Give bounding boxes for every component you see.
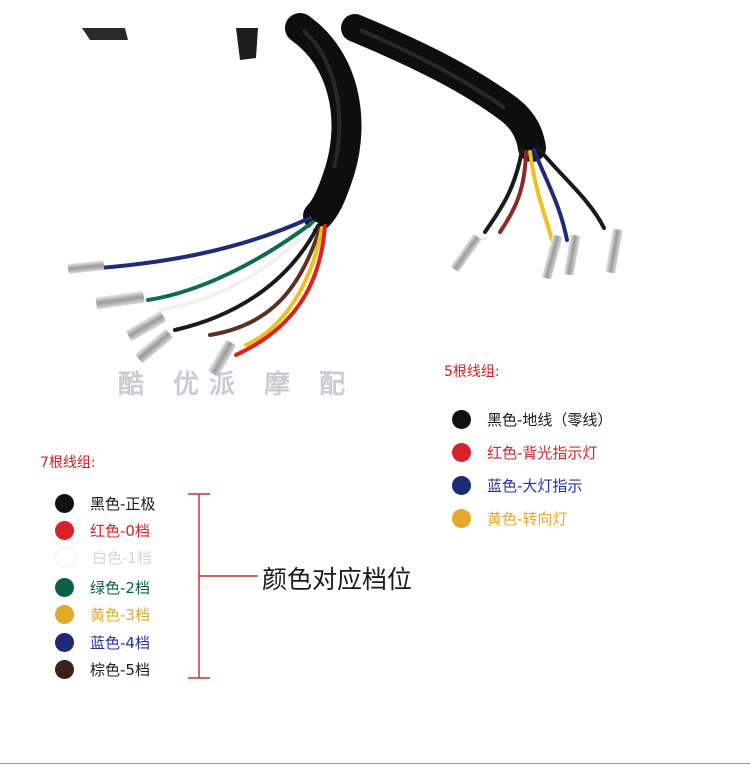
legend-label: 棕色-5档 xyxy=(90,660,150,679)
legend-label: 黄色-转向灯 xyxy=(487,509,568,528)
legend-label: 红色-背光指示灯 xyxy=(487,443,598,462)
five-wire-heading: 5根线组: xyxy=(444,364,500,380)
legend-item: 红色-背光指示灯 xyxy=(452,440,597,464)
color-dot xyxy=(55,604,74,624)
legend-item: 蓝色-大灯指示 xyxy=(452,473,582,497)
color-dot xyxy=(55,632,74,652)
legend-label: 黑色-地线（零线） xyxy=(487,410,613,429)
legend-item: 棕色-5档 xyxy=(55,657,150,681)
color-dot xyxy=(55,546,76,568)
legend-label: 绿色-2档 xyxy=(90,578,150,597)
watermark: 酷 优派 摩 配 xyxy=(118,370,356,400)
legend-item: 蓝色-4档 xyxy=(55,630,150,654)
color-dot xyxy=(55,520,74,540)
legend-item: 黑色-正极 xyxy=(55,491,155,515)
color-dot xyxy=(55,493,74,513)
color-dot xyxy=(452,442,471,462)
bracket-label: 颜色对应档位 xyxy=(262,565,413,594)
legend-item: 黄色-3档 xyxy=(55,602,150,626)
legend-item: 黄色-转向灯 xyxy=(452,506,567,530)
legend-label: 黄色-3档 xyxy=(90,605,150,624)
color-dot xyxy=(452,409,471,429)
legend-label: 黑色-正极 xyxy=(90,494,156,513)
legend-label: 蓝色-大灯指示 xyxy=(487,476,583,495)
color-dot xyxy=(452,508,471,528)
legend-label: 蓝色-4档 xyxy=(90,633,150,652)
seven-wire-heading: 7根线组: xyxy=(40,455,96,471)
legend-label: 红色-0档 xyxy=(90,521,150,540)
legend-item: 黑色-地线（零线） xyxy=(452,407,612,431)
bottom-divider xyxy=(0,763,750,764)
color-dot xyxy=(55,659,74,679)
legend-item: 绿色-2档 xyxy=(55,575,150,599)
bracket-line xyxy=(188,493,258,679)
color-dot xyxy=(55,577,74,597)
color-dot xyxy=(452,475,471,495)
wire-harness-photo xyxy=(67,13,623,376)
legend-label: 白色-1档 xyxy=(92,548,152,567)
legend-item: 白色-1档 xyxy=(55,545,152,569)
legend-item: 红色-0档 xyxy=(55,518,150,542)
